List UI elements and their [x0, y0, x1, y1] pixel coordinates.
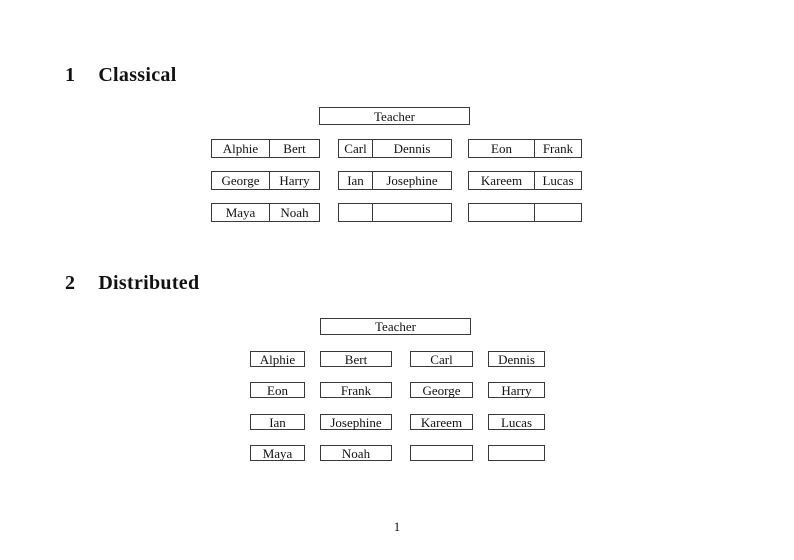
- teacher-box-distributed: Teacher: [320, 318, 471, 335]
- section-number: 1: [65, 64, 76, 86]
- seat-frank: Frank: [320, 382, 392, 398]
- desk-seat-right: [535, 204, 581, 221]
- seat-label: Noah: [341, 445, 371, 461]
- desk-seat-right: Frank: [542, 141, 574, 156]
- seat-label: George: [422, 382, 461, 398]
- seat-label: Dennis: [498, 351, 535, 367]
- desk-seat-left: Maya: [212, 204, 270, 221]
- desk-seat-right: Dennis: [393, 141, 431, 156]
- seat-bert: Bert: [320, 351, 392, 367]
- teacher-label: Teacher: [375, 319, 416, 334]
- seat-label: Bert: [344, 351, 368, 367]
- seat-carl: Carl: [410, 351, 473, 367]
- desk-eon-frank: Eon Frank: [468, 139, 582, 158]
- seat-maya: Maya: [250, 445, 305, 461]
- seat-label: Carl: [430, 351, 453, 367]
- teacher-label: Teacher: [374, 108, 415, 124]
- seat-label: Eon: [267, 382, 288, 398]
- desk-seat-left: Eon: [469, 140, 535, 157]
- desk-maya-noah: Maya Noah: [211, 203, 320, 222]
- section-number: 2: [65, 272, 76, 294]
- desk-seat-left: [339, 204, 373, 221]
- seat-label: Frank: [340, 382, 372, 398]
- seat-alphie: Alphie: [250, 351, 305, 367]
- desk-seat-right: Harry: [279, 173, 310, 188]
- seat-lucas: Lucas: [488, 414, 545, 430]
- seat-kareem: Kareem: [410, 414, 473, 430]
- section-heading-distributed: 2 Distributed: [65, 272, 199, 295]
- section-title: Classical: [98, 64, 177, 86]
- desk-ian-josephine: Ian Josephine: [338, 171, 452, 190]
- seat-dennis: Dennis: [488, 351, 545, 367]
- section-heading-classical: 1 Classical: [65, 64, 177, 87]
- desk-seat-left: George: [212, 172, 270, 189]
- desk-seat-right: Noah: [280, 205, 309, 220]
- desk-seat-left: Carl: [339, 140, 373, 157]
- seat-label: Harry: [501, 382, 532, 398]
- seat-empty-1: [410, 445, 473, 461]
- seat-ian: Ian: [250, 414, 305, 430]
- seat-george: George: [410, 382, 473, 398]
- seat-label: Alphie: [259, 351, 296, 367]
- seat-josephine: Josephine: [320, 414, 392, 430]
- desk-carl-dennis: Carl Dennis: [338, 139, 452, 158]
- seat-empty-2: [488, 445, 545, 461]
- desk-george-harry: George Harry: [211, 171, 320, 190]
- desk-alphie-bert: Alphie Bert: [211, 139, 320, 158]
- desk-seat-left: [469, 204, 535, 221]
- desk-seat-right: Lucas: [542, 173, 574, 188]
- desk-seat-right: [373, 204, 451, 221]
- seat-label: Maya: [262, 445, 293, 461]
- desk-seat-left: Alphie: [212, 140, 270, 157]
- desk-empty-1: [338, 203, 452, 222]
- seat-harry: Harry: [488, 382, 545, 398]
- desk-empty-2: [468, 203, 582, 222]
- seat-noah: Noah: [320, 445, 392, 461]
- section-title: Distributed: [98, 272, 200, 294]
- seat-label: Josephine: [330, 414, 382, 430]
- desk-kareem-lucas: Kareem Lucas: [468, 171, 582, 190]
- desk-seat-right: Josephine: [386, 173, 438, 188]
- seat-label: Ian: [269, 414, 286, 430]
- seat-label: Lucas: [500, 414, 533, 430]
- desk-seat-left: Kareem: [469, 172, 535, 189]
- teacher-box-classical: Teacher: [319, 107, 470, 125]
- seat-eon: Eon: [250, 382, 305, 398]
- seat-label: Kareem: [420, 414, 463, 430]
- page-number: 1: [393, 519, 401, 534]
- desk-seat-left: Ian: [339, 172, 373, 189]
- desk-seat-right: Bert: [283, 141, 306, 156]
